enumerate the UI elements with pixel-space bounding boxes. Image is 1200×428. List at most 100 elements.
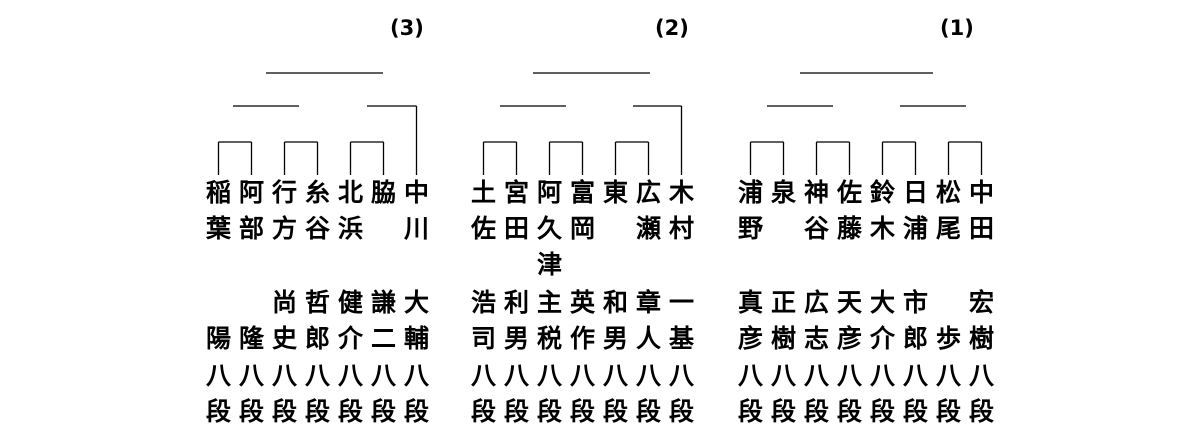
block-label-1: (1): [940, 16, 974, 40]
player-rank-char: 八: [902, 361, 928, 390]
player-family-char: 川: [403, 214, 429, 243]
player-given-char: 介: [337, 324, 363, 353]
block-label-3: (3): [390, 16, 424, 40]
player-family-char: 阿: [536, 178, 562, 207]
player-rank-char: 八: [569, 361, 595, 390]
player-given-char: 健: [337, 288, 363, 317]
player-rank-char: 八: [968, 361, 994, 390]
player-rank-char: 段: [902, 397, 928, 426]
player-rank-char: 八: [869, 361, 895, 390]
player-rank-char: 段: [205, 397, 231, 426]
player-family-char: 土: [470, 178, 496, 207]
player-rank-char: 八: [271, 361, 297, 390]
player-rank-char: 八: [503, 361, 529, 390]
player-given-char: 二: [370, 324, 396, 353]
player-family-char: 中: [968, 178, 994, 207]
player-given-char: 彦: [737, 324, 763, 353]
player-rank-char: 八: [935, 361, 961, 390]
player-family-char: 木: [869, 214, 895, 243]
player-given-char: 彦: [836, 324, 862, 353]
player-rank-char: 八: [304, 361, 330, 390]
player-family-char: 木: [668, 178, 694, 207]
player-family-char: 藤: [836, 214, 862, 243]
player-rank-char: 八: [737, 361, 763, 390]
player-rank-char: 八: [337, 361, 363, 390]
player-family-char: 神: [803, 178, 829, 207]
block-label-2: (2): [655, 16, 689, 40]
player-family-char: 村: [668, 214, 694, 243]
player-family-char: 北: [337, 178, 363, 207]
player-family-char: 瀬: [635, 214, 661, 243]
player-family-char: 富: [569, 178, 595, 207]
player-rank-char: 八: [602, 361, 628, 390]
player-family-char: 部: [238, 214, 264, 243]
player-given-char: 大: [869, 288, 895, 317]
player-given-char: 天: [836, 288, 862, 317]
player-family-char: 佐: [836, 178, 862, 207]
player-family-char: 脇: [370, 178, 396, 207]
player-given-char: 哲: [304, 288, 330, 317]
player-family-char: 田: [968, 214, 994, 243]
player-rank-char: 段: [470, 397, 496, 426]
player-rank-char: 段: [803, 397, 829, 426]
player-family-char: 田: [503, 214, 529, 243]
player-family-char: 佐: [470, 214, 496, 243]
player-given-char: 広: [803, 288, 829, 317]
player-given-char: 謙: [370, 288, 396, 317]
player-rank-char: 八: [668, 361, 694, 390]
player-rank-char: 段: [935, 397, 961, 426]
player-rank-char: 段: [602, 397, 628, 426]
player-rank-char: 八: [803, 361, 829, 390]
player-given-char: 基: [668, 324, 694, 353]
player-rank-char: 八: [635, 361, 661, 390]
player-given-char: 英: [569, 288, 595, 317]
player-given-char: 正: [770, 288, 796, 317]
player-family-char: 浦: [902, 214, 928, 243]
player-family-char: 谷: [803, 214, 829, 243]
player-rank-char: 段: [737, 397, 763, 426]
player-family-char: 尾: [935, 214, 961, 243]
player-family-char: 泉: [770, 178, 796, 207]
player-given-char: 市: [902, 288, 928, 317]
player-rank-char: 段: [403, 397, 429, 426]
player-family-char: 東: [602, 178, 628, 207]
player-given-char: 和: [602, 288, 628, 317]
player-given-char: 樹: [968, 324, 994, 353]
player-given-char: 隆: [238, 324, 264, 353]
player-given-char: 真: [737, 288, 763, 317]
player-rank-char: 段: [968, 397, 994, 426]
player-family-char: 行: [271, 178, 297, 207]
player-family-char: 久: [536, 214, 562, 243]
player-given-char: 樹: [770, 324, 796, 353]
player-rank-char: 八: [770, 361, 796, 390]
player-rank-char: 八: [370, 361, 396, 390]
player-rank-char: 段: [536, 397, 562, 426]
player-given-char: 人: [635, 324, 661, 353]
player-rank-char: 段: [271, 397, 297, 426]
player-rank-char: 八: [403, 361, 429, 390]
player-family-char: 岡: [569, 214, 595, 243]
player-rank-char: 八: [205, 361, 231, 390]
player-rank-char: 段: [503, 397, 529, 426]
player-family-char: 稲: [205, 178, 231, 207]
player-rank-char: 八: [836, 361, 862, 390]
player-given-char: 大: [403, 288, 429, 317]
player-given-char: 陽: [205, 324, 231, 353]
player-given-char: 男: [503, 324, 529, 353]
player-rank-char: 段: [770, 397, 796, 426]
player-family-char: 野: [737, 214, 763, 243]
player-rank-char: 段: [569, 397, 595, 426]
player-family-char: 阿: [238, 178, 264, 207]
player-given-char: 主: [536, 288, 562, 317]
player-rank-char: 段: [337, 397, 363, 426]
player-family-char: 松: [935, 178, 961, 207]
player-given-char: 男: [602, 324, 628, 353]
player-given-char: 作: [569, 324, 595, 353]
player-family-char: 谷: [304, 214, 330, 243]
player-rank-char: 八: [536, 361, 562, 390]
player-rank-char: 段: [869, 397, 895, 426]
player-rank-char: 段: [668, 397, 694, 426]
player-family-char: 津: [536, 250, 562, 279]
